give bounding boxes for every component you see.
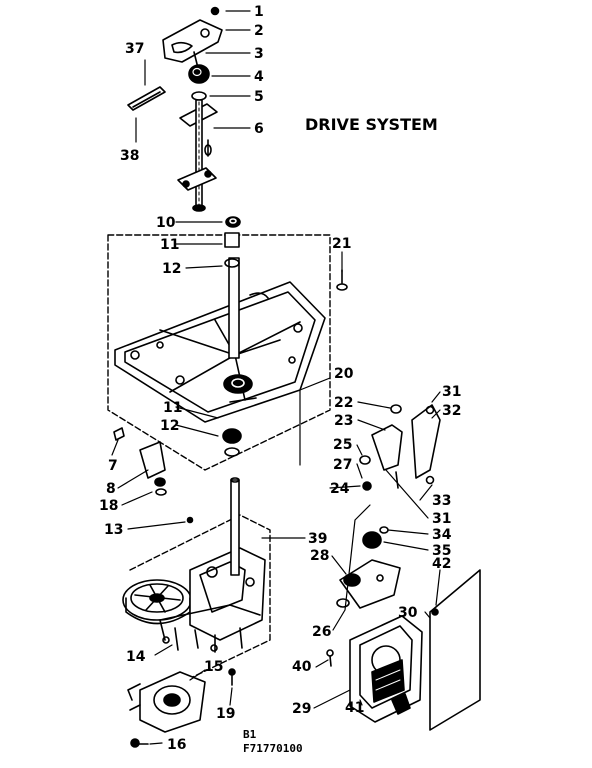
gearcase-bottom [159,619,243,653]
callout-6: 6 [254,121,264,137]
callout-1: 1 [254,4,264,20]
callout-37: 37 [125,41,144,57]
upper-shaft-part [177,99,218,212]
right-bracket-part [359,404,441,491]
callout-40: 40 [292,659,312,675]
base-plate-frame [107,234,331,471]
callout-35: 35 [432,543,451,559]
callout-38: 38 [120,148,139,164]
callout-34: 34 [432,527,452,543]
callout-12-lower: 12 [160,418,179,434]
center-post [222,216,242,457]
callout-7: 7 [108,458,118,474]
side-panel-part [429,569,481,731]
pulley-part [122,579,192,625]
callout-11-upper: 11 [160,237,179,253]
callout-31-lower: 31 [432,511,451,527]
callout-2: 2 [254,23,264,39]
callout-12-upper: 12 [162,261,181,277]
footer-line-2: F71770100 [243,742,303,755]
callout-30: 30 [398,605,418,621]
callout-26: 26 [312,624,331,640]
callout-42: 42 [432,556,451,572]
callout-23: 23 [334,413,353,429]
callout-14: 14 [126,649,146,665]
left-link-part [113,427,167,496]
callout-22: 22 [334,395,353,411]
callout-8: 8 [106,481,116,497]
top-bracket-part [162,6,223,69]
callout-28: 28 [310,548,329,564]
callout-21: 21 [332,236,351,252]
callout-25: 25 [333,437,352,453]
switch-part [336,526,401,609]
callout-27: 27 [333,457,352,473]
motor-part [326,615,423,723]
callout-13: 13 [104,522,123,538]
bearing-part [188,64,210,101]
callout-15: 15 [204,659,223,675]
callout-4: 4 [254,69,264,85]
callout-11-lower: 11 [163,400,182,416]
callout-16: 16 [167,737,186,753]
drive-shaft [230,477,240,576]
pump-part [127,671,206,733]
transmission-frame [129,514,271,696]
callout-20: 20 [334,366,354,382]
footer-line-1: B1 [243,728,257,741]
callout-33: 33 [432,493,451,509]
small-clip-part [336,269,348,291]
callout-labels: 1 2 3 4 5 6 37 38 10 11 12 21 20 11 12 7… [99,4,461,753]
callout-24: 24 [330,481,350,497]
callout-39: 39 [308,531,327,547]
leader-lines [111,10,441,745]
callout-5: 5 [254,89,264,105]
base-plate [114,281,326,423]
callout-31-upper: 31 [442,384,461,400]
diagram-title: DRIVE SYSTEM [305,115,438,134]
transmission-body [159,547,266,641]
callout-19: 19 [216,706,235,722]
callout-32: 32 [442,403,461,419]
callout-10: 10 [156,215,176,231]
callout-18: 18 [99,498,118,514]
callout-3: 3 [254,46,264,62]
screw-parts [130,516,236,748]
belt-strip-part [127,86,166,111]
callout-29: 29 [292,701,311,717]
callout-41: 41 [345,700,364,716]
